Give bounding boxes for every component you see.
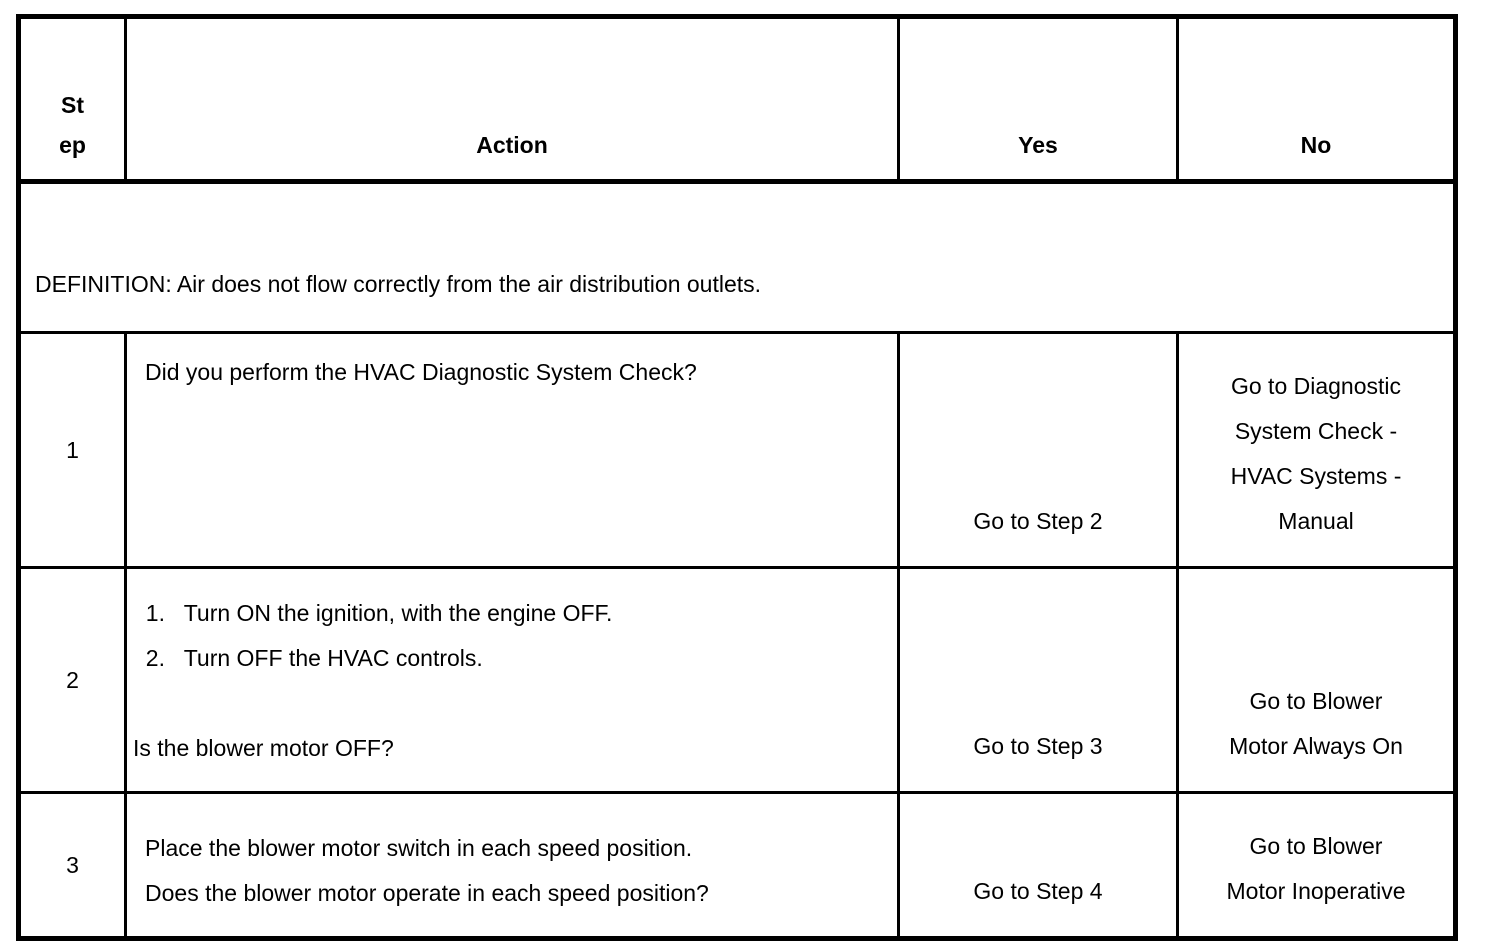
- no-result: Go to Blower Motor Inoperative: [1176, 791, 1457, 940]
- col-header-action: Action: [124, 15, 900, 184]
- col-header-step: St ep: [17, 15, 127, 184]
- yes-result: Go to Step 2: [897, 331, 1179, 569]
- action-text: Place the blower motor switch in each sp…: [124, 791, 900, 940]
- definition-row: DEFINITION: Air does not flow correctly …: [17, 180, 1457, 334]
- step-number: 2: [17, 566, 127, 794]
- table-row-step-1: 1 Did you perform the HVAC Diagnostic Sy…: [17, 331, 1457, 569]
- step-number: 3: [17, 791, 127, 940]
- table-header-row: St ep Action Yes No: [17, 15, 1457, 184]
- action-text: Did you perform the HVAC Diagnostic Syst…: [124, 331, 900, 569]
- col-header-yes: Yes: [897, 15, 1179, 184]
- table-row-step-3: 3 Place the blower motor switch in each …: [17, 791, 1457, 940]
- col-header-no: No: [1176, 15, 1457, 184]
- document-page: St ep Action Yes No DEFINITION: Air does…: [16, 14, 1458, 941]
- step-number: 1: [17, 331, 127, 569]
- table-row-step-2: 2 1. Turn ON the ignition, with the engi…: [17, 566, 1457, 794]
- no-result: Go to Blower Motor Always On: [1176, 566, 1457, 794]
- no-result: Go to Diagnostic System Check - HVAC Sys…: [1176, 331, 1457, 569]
- yes-result: Go to Step 4: [897, 791, 1179, 940]
- definition-text: DEFINITION: Air does not flow correctly …: [17, 180, 1457, 334]
- yes-result: Go to Step 3: [897, 566, 1179, 794]
- diagnostic-table: St ep Action Yes No DEFINITION: Air does…: [16, 14, 1458, 941]
- action-text: 1. Turn ON the ignition, with the engine…: [124, 566, 900, 794]
